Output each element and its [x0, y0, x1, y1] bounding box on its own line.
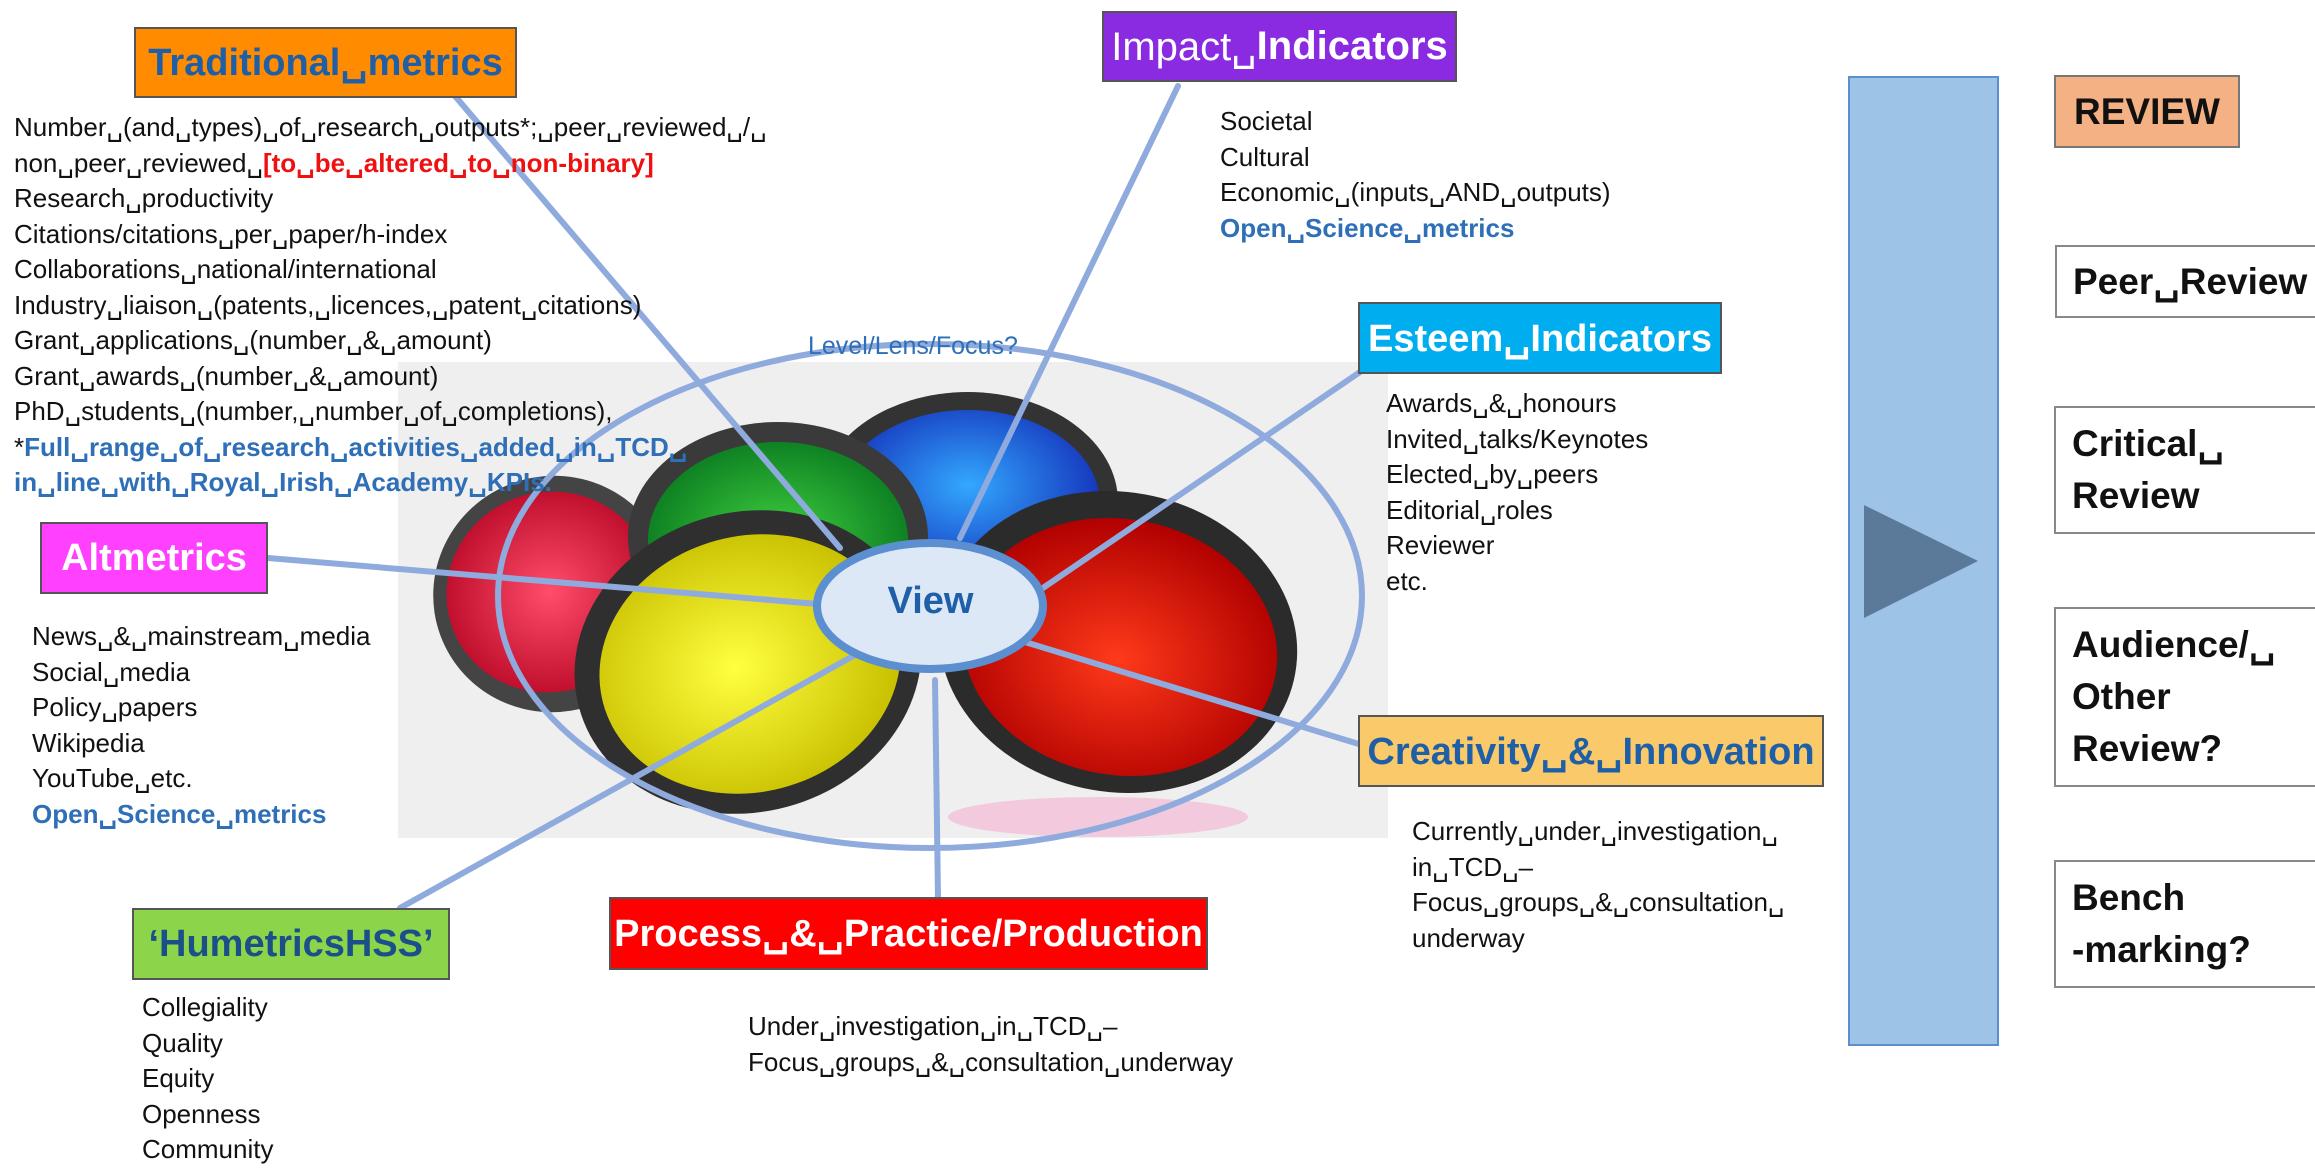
- list-item: *Full␣range␣of␣research␣activities␣added…: [14, 431, 688, 462]
- spoke-humetrics: [397, 652, 858, 911]
- list-item: Policy␣papers: [32, 692, 198, 722]
- spoke-traditional: [452, 93, 843, 551]
- list-item: Open␣Science␣metrics: [1220, 212, 1515, 243]
- list-item: Invited␣talks/Keynotes: [1386, 423, 1649, 454]
- list-item: PhD␣students␣(number,␣number␣of␣completi…: [14, 396, 613, 426]
- list-item: Quality: [142, 1027, 223, 1058]
- list-item: Currently␣under␣investigation␣: [1412, 816, 1779, 846]
- creativity-innovation-title: Creativity␣&␣Innovation: [1358, 715, 1824, 787]
- review-arrow-icon: [1864, 505, 1978, 618]
- list-item: Elected␣by␣peers: [1386, 459, 1599, 489]
- list-item: Focus␣groups␣&␣consultation␣: [1412, 887, 1785, 917]
- spoke-altmetrics: [265, 555, 821, 607]
- list-item: Focus␣groups␣&␣consultation␣underway: [748, 1046, 1234, 1077]
- process-practice-title: Process␣&␣Practice/Production: [609, 897, 1208, 970]
- process-practice-list: Under␣investigation␣in␣TCD␣– Focus␣group…: [748, 1009, 1233, 1080]
- list-item: Citations/citations␣per␣paper/h-index: [14, 218, 448, 249]
- tcd-note-line-1: Full␣range␣of␣research␣activities␣added␣…: [24, 431, 688, 462]
- list-item: Wikipedia: [32, 727, 145, 758]
- list-item: Open␣Science␣metrics: [32, 798, 327, 829]
- non-binary-note: [to␣be␣altered␣to␣non-binary]: [262, 147, 654, 178]
- list-item: Reviewer: [1386, 530, 1495, 560]
- list-item: Cultural: [1220, 141, 1310, 172]
- list-item: Research␣productivity: [14, 183, 274, 213]
- list-item: YouTube␣etc.: [32, 763, 193, 793]
- list-item: Societal: [1220, 106, 1313, 136]
- list-item: in␣TCD␣–: [1412, 851, 1534, 882]
- outer-lens-ellipse: [495, 341, 1365, 851]
- list-item: Economic␣(inputs␣AND␣outputs): [1220, 177, 1611, 207]
- humetrics-title: ‘HumetricsHSS’: [132, 908, 450, 980]
- impact-indicators-title: Impact␣Indicators: [1102, 11, 1457, 82]
- spoke-process: [932, 677, 941, 901]
- review-item-peer: Peer␣Review: [2055, 245, 2315, 318]
- list-item: News␣&␣mainstream␣media: [32, 621, 371, 651]
- spoke-creativity: [1022, 639, 1365, 748]
- traditional-metrics-title: Traditional␣metrics: [134, 27, 517, 98]
- lens-focus-label: Level/Lens/Focus?: [808, 332, 1018, 360]
- review-item-audience: Audience/␣ Other Review?: [2054, 607, 2315, 787]
- review-item-critical: Critical␣ Review: [2054, 406, 2315, 534]
- list-item: Grant␣applications␣(number␣&␣amount): [14, 325, 492, 355]
- review-header: REVIEW: [2054, 75, 2240, 148]
- list-item: Grant␣awards␣(number␣&␣amount): [14, 360, 439, 391]
- altmetrics-list: News␣&␣mainstream␣media Social␣media Pol…: [32, 619, 371, 832]
- humetrics-list: Collegiality Quality Equity Openness Com…: [142, 990, 273, 1168]
- list-item: Editorial␣roles: [1386, 494, 1553, 525]
- tcd-note-line-2: in␣line␣with␣Royal␣Irish␣Academy␣KPIs.: [14, 467, 552, 497]
- list-item: Community: [142, 1134, 274, 1164]
- esteem-indicators-list: Awards␣&␣honours Invited␣talks/Keynotes …: [1386, 386, 1648, 599]
- esteem-indicators-title: Esteem␣Indicators: [1358, 302, 1722, 374]
- list-item: Equity: [142, 1063, 215, 1093]
- spoke-impact: [957, 83, 1181, 541]
- list-item: underway: [1412, 922, 1525, 953]
- list-item: Awards␣&␣honours: [1386, 388, 1617, 418]
- traditional-metrics-list: Number␣(and␣types)␣of␣research␣outputs*;…: [14, 110, 767, 501]
- center-ellipse: [813, 539, 1047, 673]
- impact-indicators-list: Societal Cultural Economic␣(inputs␣AND␣o…: [1220, 104, 1611, 246]
- list-item: Collegiality: [142, 992, 268, 1022]
- list-item: Industry␣liaison␣(patents,␣licences,␣pat…: [14, 289, 642, 320]
- spoke-esteem: [1037, 369, 1363, 593]
- list-item: Collaborations␣national/international: [14, 254, 437, 284]
- creativity-innovation-list: Currently␣under␣investigation␣ in␣TCD␣– …: [1412, 814, 1784, 956]
- center-view-label: View: [887, 580, 974, 622]
- list-item: etc.: [1386, 565, 1428, 596]
- list-item: Openness: [142, 1098, 261, 1129]
- list-item: Under␣investigation␣in␣TCD␣–: [748, 1011, 1118, 1041]
- list-item: Number␣(and␣types)␣of␣research␣outputs*;…: [14, 112, 767, 142]
- review-item-benchmarking: Bench -marking?: [2054, 860, 2315, 988]
- list-item: Social␣media: [32, 656, 191, 687]
- list-item: non␣peer␣reviewed␣[to␣be␣altered␣to␣non-…: [14, 147, 654, 178]
- spokes: [265, 83, 1365, 911]
- altmetrics-title: Altmetrics: [40, 522, 268, 594]
